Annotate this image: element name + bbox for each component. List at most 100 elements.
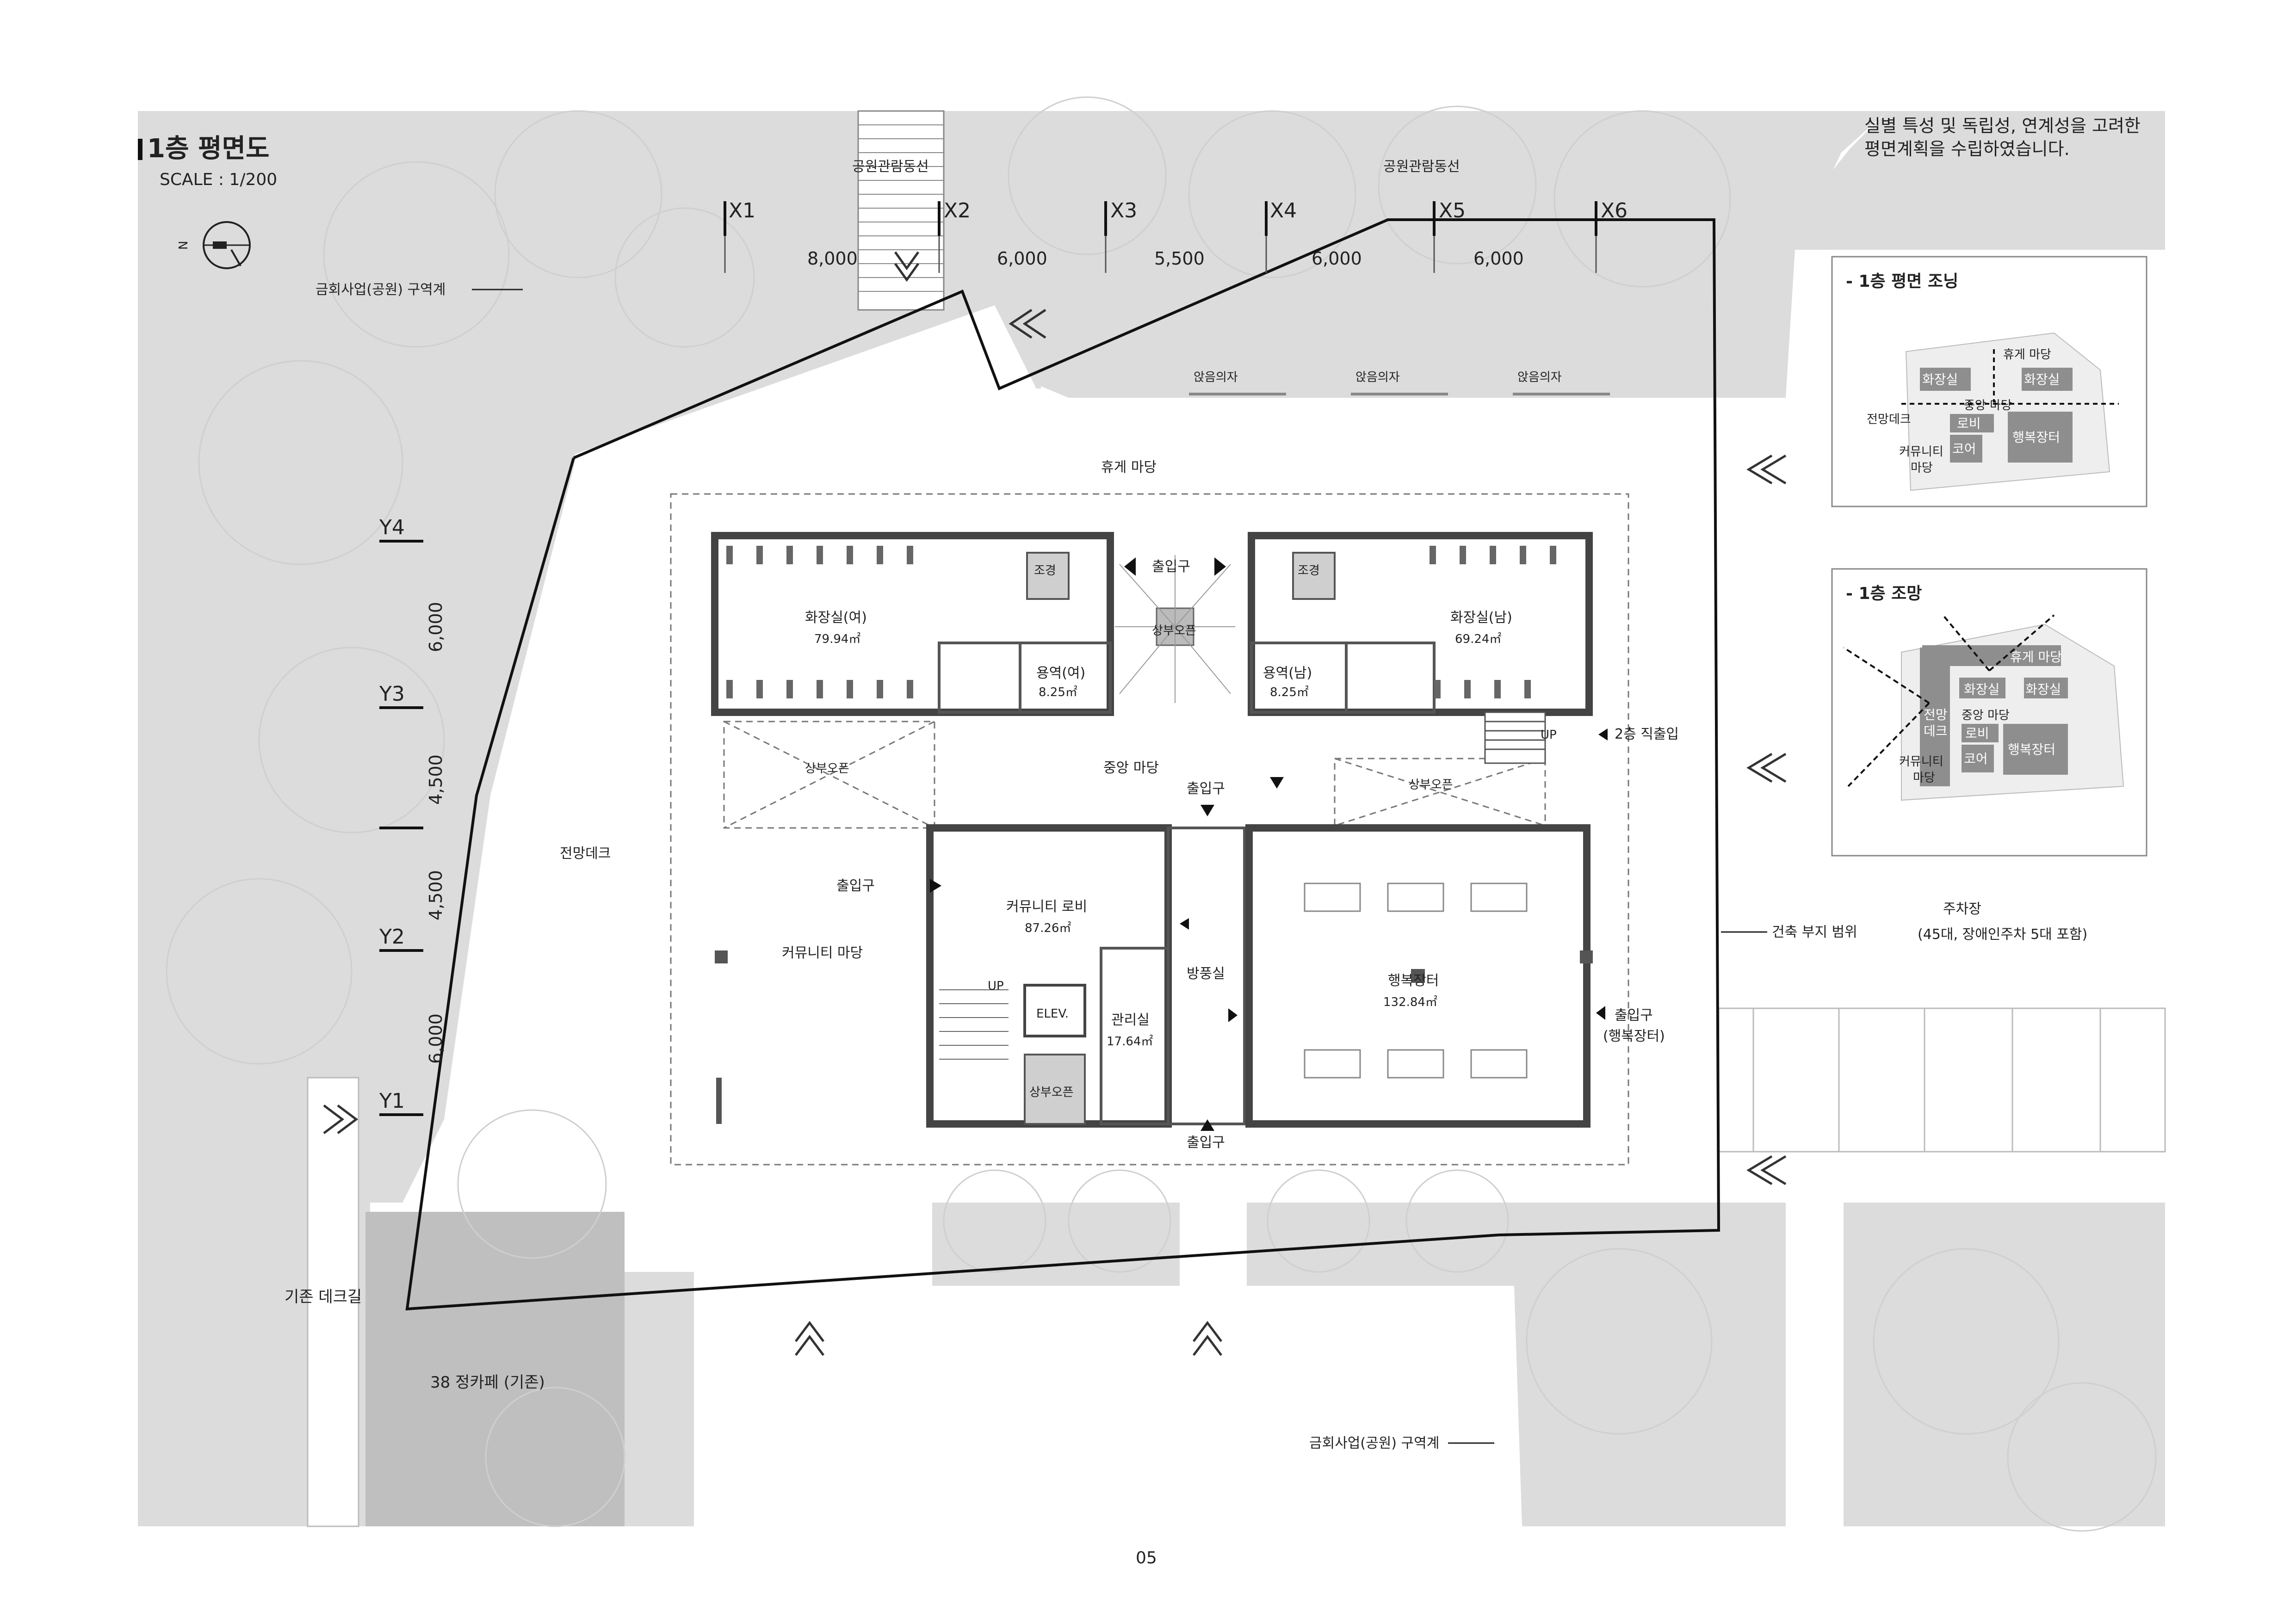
dim-y3: 4,500 [426,870,446,920]
zoning-wc-right [2022,368,2073,391]
landscape-label-right: 조경 [1298,564,1320,578]
landscape-south-a [932,1203,1180,1286]
dim-x1: 8,000 [807,248,858,269]
stair-up-label: UP [1541,728,1557,742]
entrance-north: 출입구 [1152,559,1190,575]
void-label-core: 상부오픈 [1029,1086,1074,1099]
dim-x2: 6,000 [997,248,1047,269]
top-landscape [458,111,1888,458]
zoning-core [1950,435,1982,463]
axis-y1: Y1 [379,1089,405,1113]
stair-treads [858,124,944,292]
inset-zoning-panel: - 1층 평면 조닝 화장실 화장실 휴게 마당 중앙 마당 전망데크 로비 코… [1831,256,2147,507]
page-number: 05 [1136,1549,1157,1567]
wc-female-block [711,532,1114,716]
central-yard-label: 중앙 마당 [1103,760,1159,776]
x-axis-dim-ticks [724,236,1597,273]
office-area: 17.64㎡ [1107,1035,1153,1049]
stall-markers [726,546,1556,698]
entrance-triangle-icons [930,557,1605,1131]
wc-male-label: 화장실(남) [1450,610,1512,626]
elevator [1023,984,1086,1037]
note-line-1: 실별 특성 및 독립성, 연계성을 고려한 [1864,116,2141,136]
landscape-east [1844,1203,2165,1526]
view-wc-right [2024,678,2068,698]
inset-zoning-title: - 1층 평면 조닝 [1846,272,1958,291]
parking-lot [1718,1007,2166,1153]
second-floor-access: 2층 직출입 [1615,726,1679,742]
tree-circles [166,96,2157,1532]
axis-y3: Y3 [379,682,405,706]
entrance-lobby: 출입구 [836,878,875,894]
view-lobby [1962,724,1999,742]
market-block [1245,824,1590,1128]
zoning-central: 중앙 마당 [1964,399,2012,413]
elevator-label: ELEV. [1036,1007,1069,1021]
stairs-north [857,110,945,311]
market-column [1411,969,1425,983]
view-rest-label: 휴게 마당 [2010,649,2062,665]
zoning-market [2008,412,2073,463]
office-label: 관리실 [1111,1012,1150,1028]
view-wc-left-label: 화장실 [1964,682,1999,697]
parking-detail: (45대, 장애인주차 5대 포함) [1918,926,2087,943]
rest-yard-label: 휴게 마당 [1101,459,1157,475]
view-central-label: 중앙 마당 [1962,709,2010,722]
existing-deck-path [307,1077,359,1527]
landscape-f [1026,552,1070,600]
view-deck-box [1920,648,1950,786]
view-market-label: 행복장터 [2008,742,2055,757]
page-title: 1층 평면도 [147,134,270,164]
left-landscape [138,111,576,1526]
void-label-left: 상부오픈 [805,762,849,776]
building-plan [711,532,1593,1128]
entrance-south: 출입구 [1187,1135,1225,1151]
site-landscape [138,96,2166,1532]
park-path-left-label: 공원관람동선 [852,159,929,175]
dim-x5: 6,000 [1473,248,1524,269]
existing-cafe-label: 38 정카페 (기존) [430,1373,545,1392]
zoning-community-1: 커뮤니티 [1899,445,1943,459]
view-wc-left [1959,678,2005,698]
landscape-southeast [1499,1203,1786,1526]
landscape-label-left: 조경 [1034,564,1056,578]
zoning-lobby-label: 로비 [1957,416,1981,431]
existing-cafe-block [365,1212,625,1526]
north-arrow-icon: N [177,221,251,269]
dim-x4: 6,000 [1312,248,1362,269]
axis-x1: X1 [729,199,755,222]
note-line-2: 평면계획을 수립하였습니다. [1864,139,2070,159]
view-community-2: 마당 [1913,771,1935,785]
yard-columns [715,950,1593,1124]
title-bar [138,139,142,160]
janitor-female-label: 용역(여) [1036,665,1085,681]
view-deck-label-1: 전망 [1924,707,1948,722]
zoning-wc-left-label: 화장실 [1922,372,1958,387]
external-stairs [1484,711,1546,764]
market-tables [1304,882,1528,1079]
parking-title: 주차장 [1943,901,1981,917]
lobby-stairs [939,989,1009,1060]
landscape-m [1292,552,1336,600]
north-label: N [177,241,191,250]
inset-view-panel: - 1층 조망 휴게 마당 화장실 화장실 중앙 마당 전망 데크 로비 코어 … [1831,568,2147,857]
lobby-area: 87.26㎡ [1025,921,1071,935]
existing-deck-label: 기존 데크길 [285,1288,362,1306]
zoning-lobby [1950,414,1994,432]
lobby-up-label: UP [988,979,1004,993]
bench-label-2: 앉음의자 [1355,370,1400,384]
bench-label-1: 앉음의자 [1194,370,1238,384]
zoning-wc-right-label: 화장실 [2024,372,2060,387]
axis-y4: Y4 [379,516,405,539]
market-label: 행복장터 [1388,973,1439,989]
community-yard-label: 커뮤니티 마당 [782,945,863,961]
elev-void [1024,1054,1086,1125]
yard-dashed-boundary [670,493,1629,1166]
view-community-1: 커뮤니티 [1899,755,1943,769]
zoning-community-2: 마당 [1911,461,1933,475]
dim-y1: 6,000 [426,602,446,652]
entrance-market: 출입구 [1615,1007,1653,1024]
zoning-market-label: 행복장터 [2012,430,2060,445]
building-limit-label: 건축 부지 범위 [1772,924,1857,940]
